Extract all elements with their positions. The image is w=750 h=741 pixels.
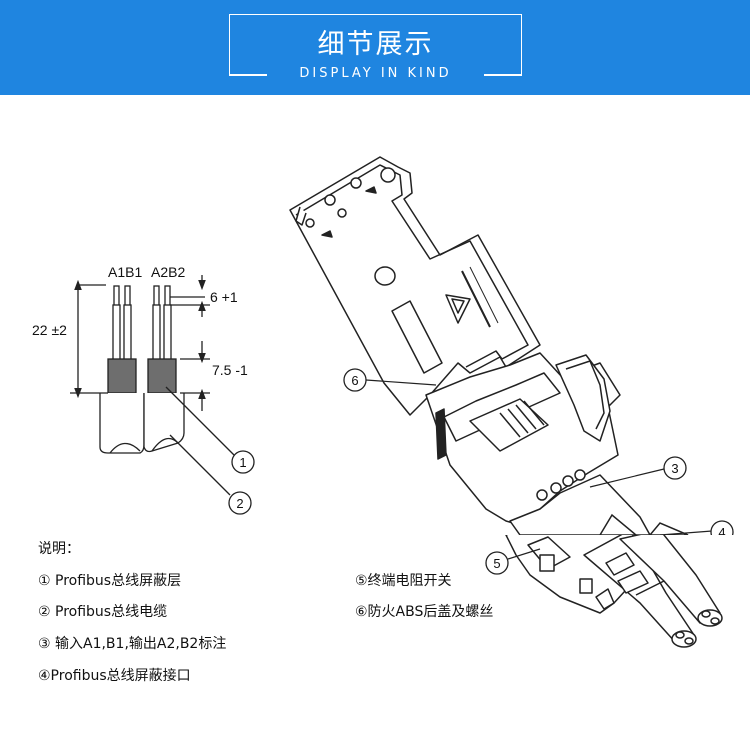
svg-text:2: 2 — [236, 496, 243, 511]
banner-frame-line-left — [229, 74, 267, 76]
shield-left — [107, 358, 137, 394]
back-cover — [289, 156, 541, 416]
diagram-area: A1B1 A2B2 22 ±2 6 +1 — [32, 156, 734, 535]
callout-6: 6 — [343, 368, 367, 392]
banner-frame — [229, 14, 522, 76]
svg-text:6: 6 — [351, 373, 358, 388]
callout-1: 1 — [231, 450, 255, 474]
label-a2b2: A2B2 — [151, 264, 185, 280]
wire-diagram: A1B1 A2B2 22 ±2 6 +1 — [32, 264, 248, 496]
shield-right — [147, 358, 177, 394]
callout-4: 4 — [710, 520, 734, 535]
connector-lower: 5 — [485, 535, 723, 648]
legend-item-5: ⑤终端电阻开关 — [355, 573, 452, 589]
banner-title: 细节展示 — [317, 29, 434, 60]
dim-shield: 7.5 -1 — [212, 362, 248, 378]
label-a1b1: A1B1 — [108, 264, 142, 280]
banner-subtitle: DISPLAY IN KIND — [299, 66, 452, 81]
svg-text:3: 3 — [671, 461, 678, 476]
callout-2: 2 — [228, 491, 252, 515]
legend-item-6: ⑥防火ABS后盖及螺丝 — [355, 604, 494, 620]
svg-text:5: 5 — [493, 556, 500, 571]
legend-item-1: ① Profibus总线屏蔽层 — [38, 573, 182, 589]
connector-cables — [599, 513, 689, 535]
svg-text:4: 4 — [718, 525, 725, 535]
banner-frame-line-right — [484, 74, 522, 76]
legend-item-4: ④Profibus总线屏蔽接口 — [38, 668, 191, 684]
connector-leaders — [365, 379, 713, 535]
legend-item-2: ② Profibus总线电缆 — [38, 604, 168, 620]
callout-5: 5 — [485, 551, 509, 575]
svg-text:1: 1 — [239, 455, 246, 470]
notes-title: 说明： — [38, 541, 80, 557]
dim-strip: 6 +1 — [210, 289, 238, 305]
legend-item-3: ③ 输入A1,B1,输出A2,B2标注 — [38, 636, 227, 652]
callout-3: 3 — [663, 456, 687, 480]
dim-total: 22 ±2 — [32, 322, 67, 338]
connector-drawing — [289, 156, 651, 535]
header-banner: 细节展示 DISPLAY IN KIND — [0, 0, 750, 95]
